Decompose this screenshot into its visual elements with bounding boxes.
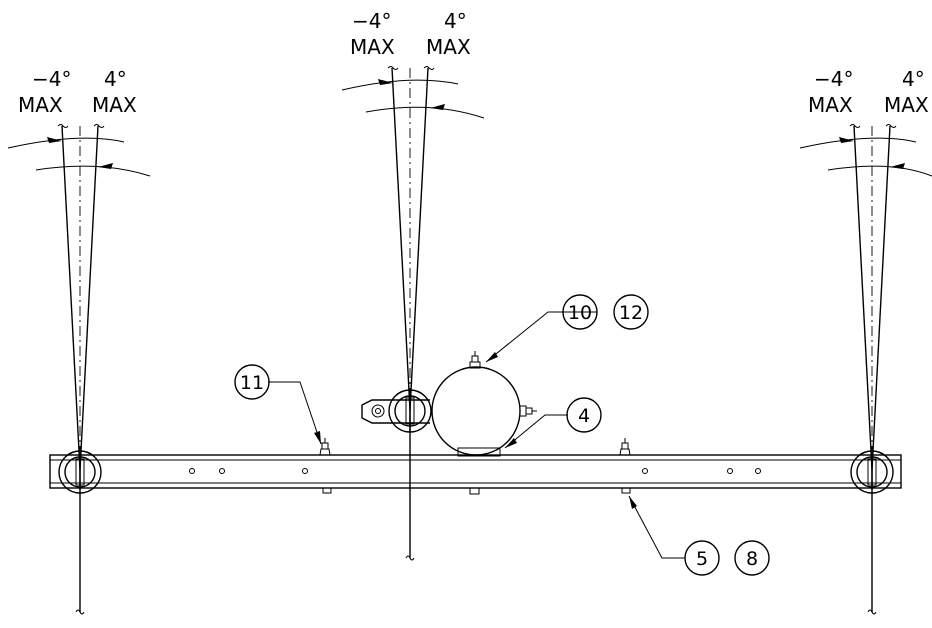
right-neg-angle-label: −4° (814, 67, 853, 91)
center-pos-max-label: MAX (426, 35, 471, 59)
center-tilt-assembly: −4° MAX 4° MAX (341, 9, 485, 561)
right-tilt-assembly: −4° MAX 4° MAX (799, 67, 932, 615)
center-pos-angle-label: 4° (444, 9, 467, 33)
left-pos-max-label: MAX (92, 93, 137, 117)
left-pos-angle-label: 4° (104, 67, 127, 91)
balloon-12: 12 (619, 302, 643, 324)
balloon-4: 4 (578, 405, 590, 427)
left-neg-max-label: MAX (18, 93, 63, 117)
top-fittings (319, 438, 631, 456)
center-neg-max-label: MAX (350, 35, 395, 59)
right-pivot-bushing (850, 450, 894, 494)
balloon-10: 10 (568, 302, 592, 324)
left-neg-angle-label: −4° (32, 67, 71, 91)
balloon-11: 11 (240, 372, 264, 394)
callout-4: 4 (504, 397, 602, 449)
callout-5-8: 5 8 (628, 495, 770, 576)
callout-10-12: 10 12 (485, 294, 649, 363)
balloon-5: 5 (696, 548, 708, 570)
beam-holes (189, 468, 761, 474)
callout-11: 11 (234, 364, 322, 445)
main-beam (49, 438, 902, 495)
right-pos-max-label: MAX (884, 93, 929, 117)
left-pivot-bushing (58, 450, 102, 494)
center-neg-angle-label: −4° (352, 9, 391, 33)
balloon-8: 8 (746, 548, 758, 570)
right-pos-angle-label: 4° (902, 67, 925, 91)
bottom-fasteners (322, 487, 631, 495)
center-mount-assembly (361, 351, 537, 457)
right-neg-max-label: MAX (808, 93, 853, 117)
left-tilt-assembly: −4° MAX 4° MAX (7, 67, 151, 615)
